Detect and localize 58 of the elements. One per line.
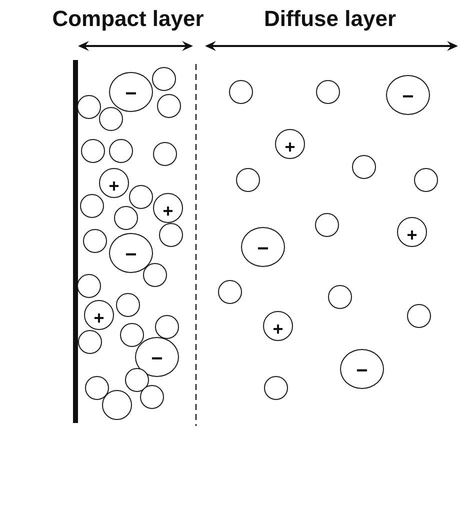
molecule-circle (109, 139, 133, 163)
anion-circle (241, 227, 285, 267)
molecule-circle (80, 194, 104, 218)
charge-sign: + (284, 138, 296, 156)
molecule-circle (352, 155, 376, 179)
anion-circle (109, 72, 153, 112)
charge-sign: − (257, 239, 269, 259)
anion-circle (340, 349, 384, 389)
molecule-circle (218, 280, 242, 304)
molecule-circle (114, 206, 138, 230)
charge-sign: − (125, 245, 137, 265)
molecule-circle (99, 107, 123, 131)
charge-sign: − (151, 349, 163, 369)
molecule-circle (83, 229, 107, 253)
cation-circle (275, 129, 305, 159)
molecule-circle (236, 168, 260, 192)
anion-circle (135, 337, 179, 377)
molecule-circle (77, 274, 101, 298)
charge-sign: − (402, 87, 414, 107)
cation-circle (84, 300, 114, 330)
charge-sign: + (406, 226, 418, 244)
charge-sign: + (94, 308, 104, 326)
molecule-circle (77, 95, 101, 119)
molecule-circle (155, 315, 179, 339)
molecule-circle (153, 142, 177, 166)
molecule-circle (152, 67, 176, 91)
molecule-circle (143, 263, 167, 287)
cation-circle (397, 217, 427, 247)
layer-label: Diffuse layer (264, 6, 396, 32)
molecule-circle (125, 368, 149, 392)
molecule-circle (407, 304, 431, 328)
molecule-circle (328, 285, 352, 309)
charge-sign: + (272, 320, 284, 338)
charge-sign: − (356, 361, 368, 381)
layer-label: Compact layer (52, 6, 204, 32)
cation-circle (263, 311, 293, 341)
molecule-circle (81, 139, 105, 163)
molecule-circle (140, 385, 164, 409)
molecule-circle (264, 376, 288, 400)
cation-circle (153, 193, 183, 223)
molecule-circle (157, 94, 181, 118)
molecule-circle (120, 323, 144, 347)
cation-circle (99, 168, 129, 198)
molecule-circle (414, 168, 438, 192)
charge-sign: + (108, 176, 120, 194)
molecule-circle (78, 330, 102, 354)
molecule-circle (316, 80, 340, 104)
molecule-circle (159, 223, 183, 247)
molecule-circle (315, 213, 339, 237)
molecule-circle (229, 80, 253, 104)
anion-circle (386, 75, 430, 115)
molecule-circle (102, 390, 132, 420)
molecule-circle (129, 185, 153, 209)
molecule-circle (116, 293, 140, 317)
molecule-circle (85, 376, 109, 400)
charge-sign: + (162, 202, 174, 220)
anion-circle (109, 233, 153, 273)
charge-sign: − (125, 84, 137, 104)
